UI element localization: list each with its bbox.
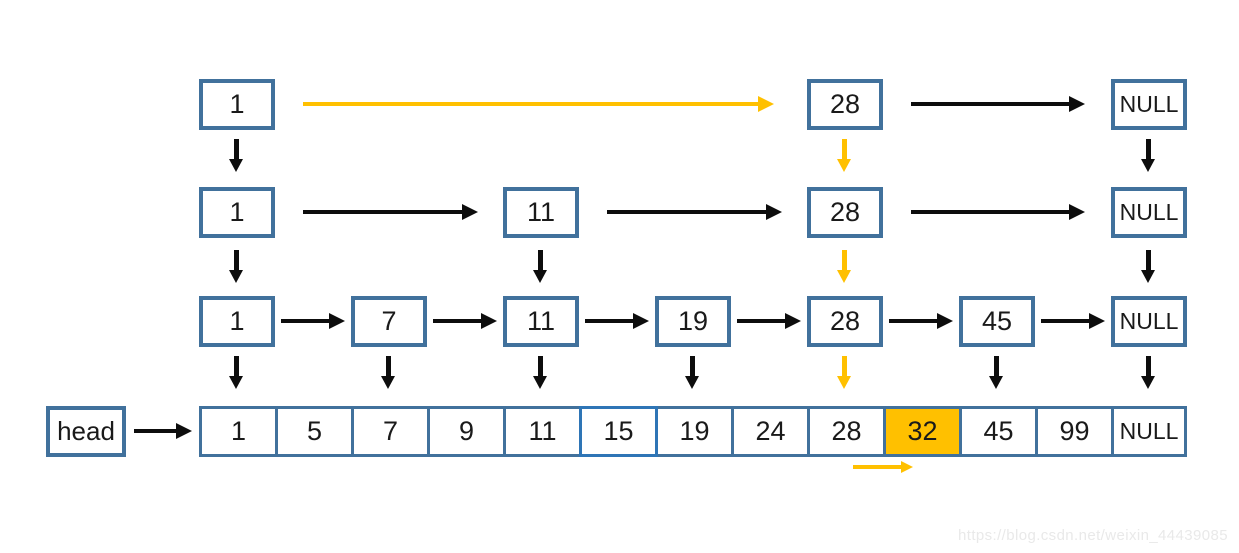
cell-99: 99 <box>1035 406 1114 457</box>
down-arrow-l1-base-null <box>1141 356 1155 389</box>
node-level3-null: NULL <box>1111 79 1187 130</box>
cell-32-highlighted: 32 <box>883 406 962 457</box>
arrow-level2-28-to-null <box>911 204 1085 220</box>
down-arrow-l2-l1-11 <box>533 250 547 283</box>
node-level1-7: 7 <box>351 296 427 347</box>
arrow-level1-1-to-7 <box>281 313 345 329</box>
cell-11: 11 <box>503 406 582 457</box>
node-level1-45: 45 <box>959 296 1035 347</box>
node-level1-28: 28 <box>807 296 883 347</box>
cell-28: 28 <box>807 406 886 457</box>
down-arrow-l1-base-19 <box>685 356 699 389</box>
cell-15-bright-border: 15 <box>579 406 658 457</box>
down-arrow-l1-base-28-search-path <box>837 356 851 389</box>
node-level2-null: NULL <box>1111 187 1187 238</box>
arrow-level3-28-to-null <box>911 96 1085 112</box>
cell-null: NULL <box>1111 406 1187 457</box>
down-arrow-l1-base-7 <box>381 356 395 389</box>
arrow-level1-28-to-45 <box>889 313 953 329</box>
arrow-head-to-list <box>134 423 192 439</box>
down-arrow-l3-l2-1 <box>229 139 243 172</box>
arrow-level1-19-to-28 <box>737 313 801 329</box>
cell-24: 24 <box>731 406 810 457</box>
node-level2-11: 11 <box>503 187 579 238</box>
cell-45: 45 <box>959 406 1038 457</box>
cell-5: 5 <box>275 406 354 457</box>
down-arrow-l2-l1-1 <box>229 250 243 283</box>
node-level3-28: 28 <box>807 79 883 130</box>
arrow-level2-1-to-11 <box>303 204 478 220</box>
cell-19: 19 <box>655 406 734 457</box>
down-arrow-l1-base-1 <box>229 356 243 389</box>
arrow-level1-11-to-19 <box>585 313 649 329</box>
down-arrow-l3-l2-null <box>1141 139 1155 172</box>
node-level1-11: 11 <box>503 296 579 347</box>
node-level1-null: NULL <box>1111 296 1187 347</box>
search-path-arrow-1-to-28 <box>303 96 774 112</box>
cell-9: 9 <box>427 406 506 457</box>
arrow-level1-45-to-null <box>1041 313 1105 329</box>
node-level1-19: 19 <box>655 296 731 347</box>
insert-position-arrow-under-32 <box>853 461 913 473</box>
node-level1-1: 1 <box>199 296 275 347</box>
arrow-level2-11-to-28 <box>607 204 782 220</box>
node-level2-28: 28 <box>807 187 883 238</box>
down-arrow-l3-l2-28-search-path <box>837 139 851 172</box>
csdn-watermark: https://blog.csdn.net/weixin_44439085 <box>958 527 1228 544</box>
down-arrow-l2-l1-28-search-path <box>837 250 851 283</box>
arrow-level1-7-to-11 <box>433 313 497 329</box>
node-level2-1: 1 <box>199 187 275 238</box>
down-arrow-l1-base-45 <box>989 356 1003 389</box>
down-arrow-l1-base-11 <box>533 356 547 389</box>
node-level3-1: 1 <box>199 79 275 130</box>
head-box: head <box>46 406 126 457</box>
cell-7: 7 <box>351 406 430 457</box>
cell-1: 1 <box>199 406 278 457</box>
down-arrow-l2-l1-null <box>1141 250 1155 283</box>
